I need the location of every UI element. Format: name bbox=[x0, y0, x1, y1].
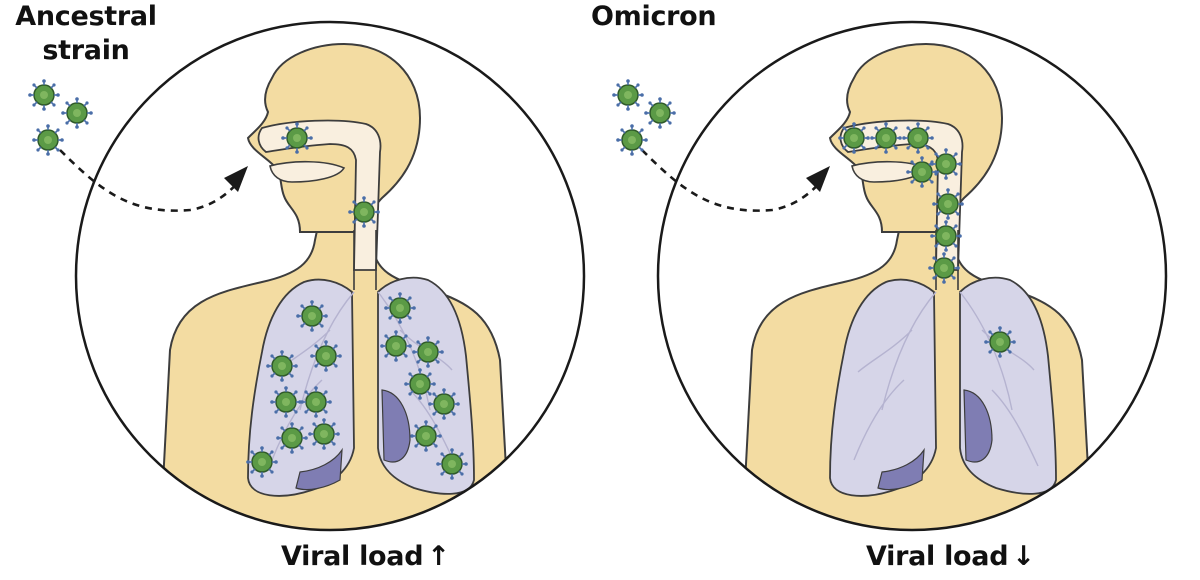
virus-particle-icon bbox=[245, 445, 279, 479]
omicron-title: Omicron bbox=[591, 1, 717, 32]
virus-particle-icon bbox=[931, 187, 965, 221]
inhalation-path-left bbox=[59, 149, 243, 212]
virus-particle-icon bbox=[31, 123, 65, 157]
virus-particle-icon bbox=[983, 325, 1017, 359]
virus-particle-icon bbox=[837, 121, 871, 155]
viral-load-caption-left: Viral load↑ bbox=[281, 540, 450, 574]
virus-particle-icon bbox=[309, 339, 343, 373]
inhalation-path-right bbox=[641, 149, 825, 212]
virus-particle-icon bbox=[299, 385, 333, 419]
virus-particle-icon bbox=[269, 385, 303, 419]
ancestral-strain-panel bbox=[27, 20, 586, 532]
virus-particle-icon bbox=[929, 219, 963, 253]
virus-particle-icon bbox=[265, 349, 299, 383]
virus-particle-icon bbox=[927, 251, 961, 285]
virus-particle-icon bbox=[905, 155, 939, 189]
viral-load-label: Viral load bbox=[281, 541, 424, 572]
virus-particle-icon bbox=[60, 96, 94, 130]
virus-particle-icon bbox=[295, 299, 329, 333]
virus-particle-icon bbox=[427, 387, 461, 421]
virus-particle-icon bbox=[280, 121, 314, 155]
virus-particle-icon bbox=[901, 121, 935, 155]
virus-particle-icon bbox=[403, 367, 437, 401]
virus-particle-icon bbox=[435, 447, 469, 481]
virus-particle-icon bbox=[379, 329, 413, 363]
panel-circle-left bbox=[74, 20, 586, 532]
panel-circle-right bbox=[656, 20, 1168, 532]
virus-particle-icon bbox=[347, 195, 381, 229]
arrow-down-icon: ↓ bbox=[1012, 541, 1035, 572]
virus-particle-icon bbox=[275, 421, 309, 455]
arrow-head-right bbox=[806, 166, 830, 192]
arrow-up-icon: ↑ bbox=[427, 541, 450, 572]
virus-particle-icon bbox=[411, 335, 445, 369]
virus-particle-icon bbox=[929, 147, 963, 181]
virus-particle-icon bbox=[611, 78, 645, 112]
viral-load-caption-right: Viral load↓ bbox=[866, 540, 1035, 574]
virus-particle-icon bbox=[869, 121, 903, 155]
virus-particle-icon bbox=[615, 123, 649, 157]
viral-load-label: Viral load bbox=[866, 541, 1009, 572]
virus-particle-icon bbox=[307, 417, 341, 451]
body-figure-right bbox=[741, 43, 1093, 530]
virus-particle-icon bbox=[409, 419, 443, 453]
omicron-panel bbox=[611, 20, 1168, 532]
virus-particle-icon bbox=[27, 78, 61, 112]
ancestral-strain-title: Ancestral strain bbox=[15, 1, 157, 66]
virus-particle-icon bbox=[643, 96, 677, 130]
virus-particle-icon bbox=[383, 291, 417, 325]
arrow-head-left bbox=[224, 166, 248, 192]
